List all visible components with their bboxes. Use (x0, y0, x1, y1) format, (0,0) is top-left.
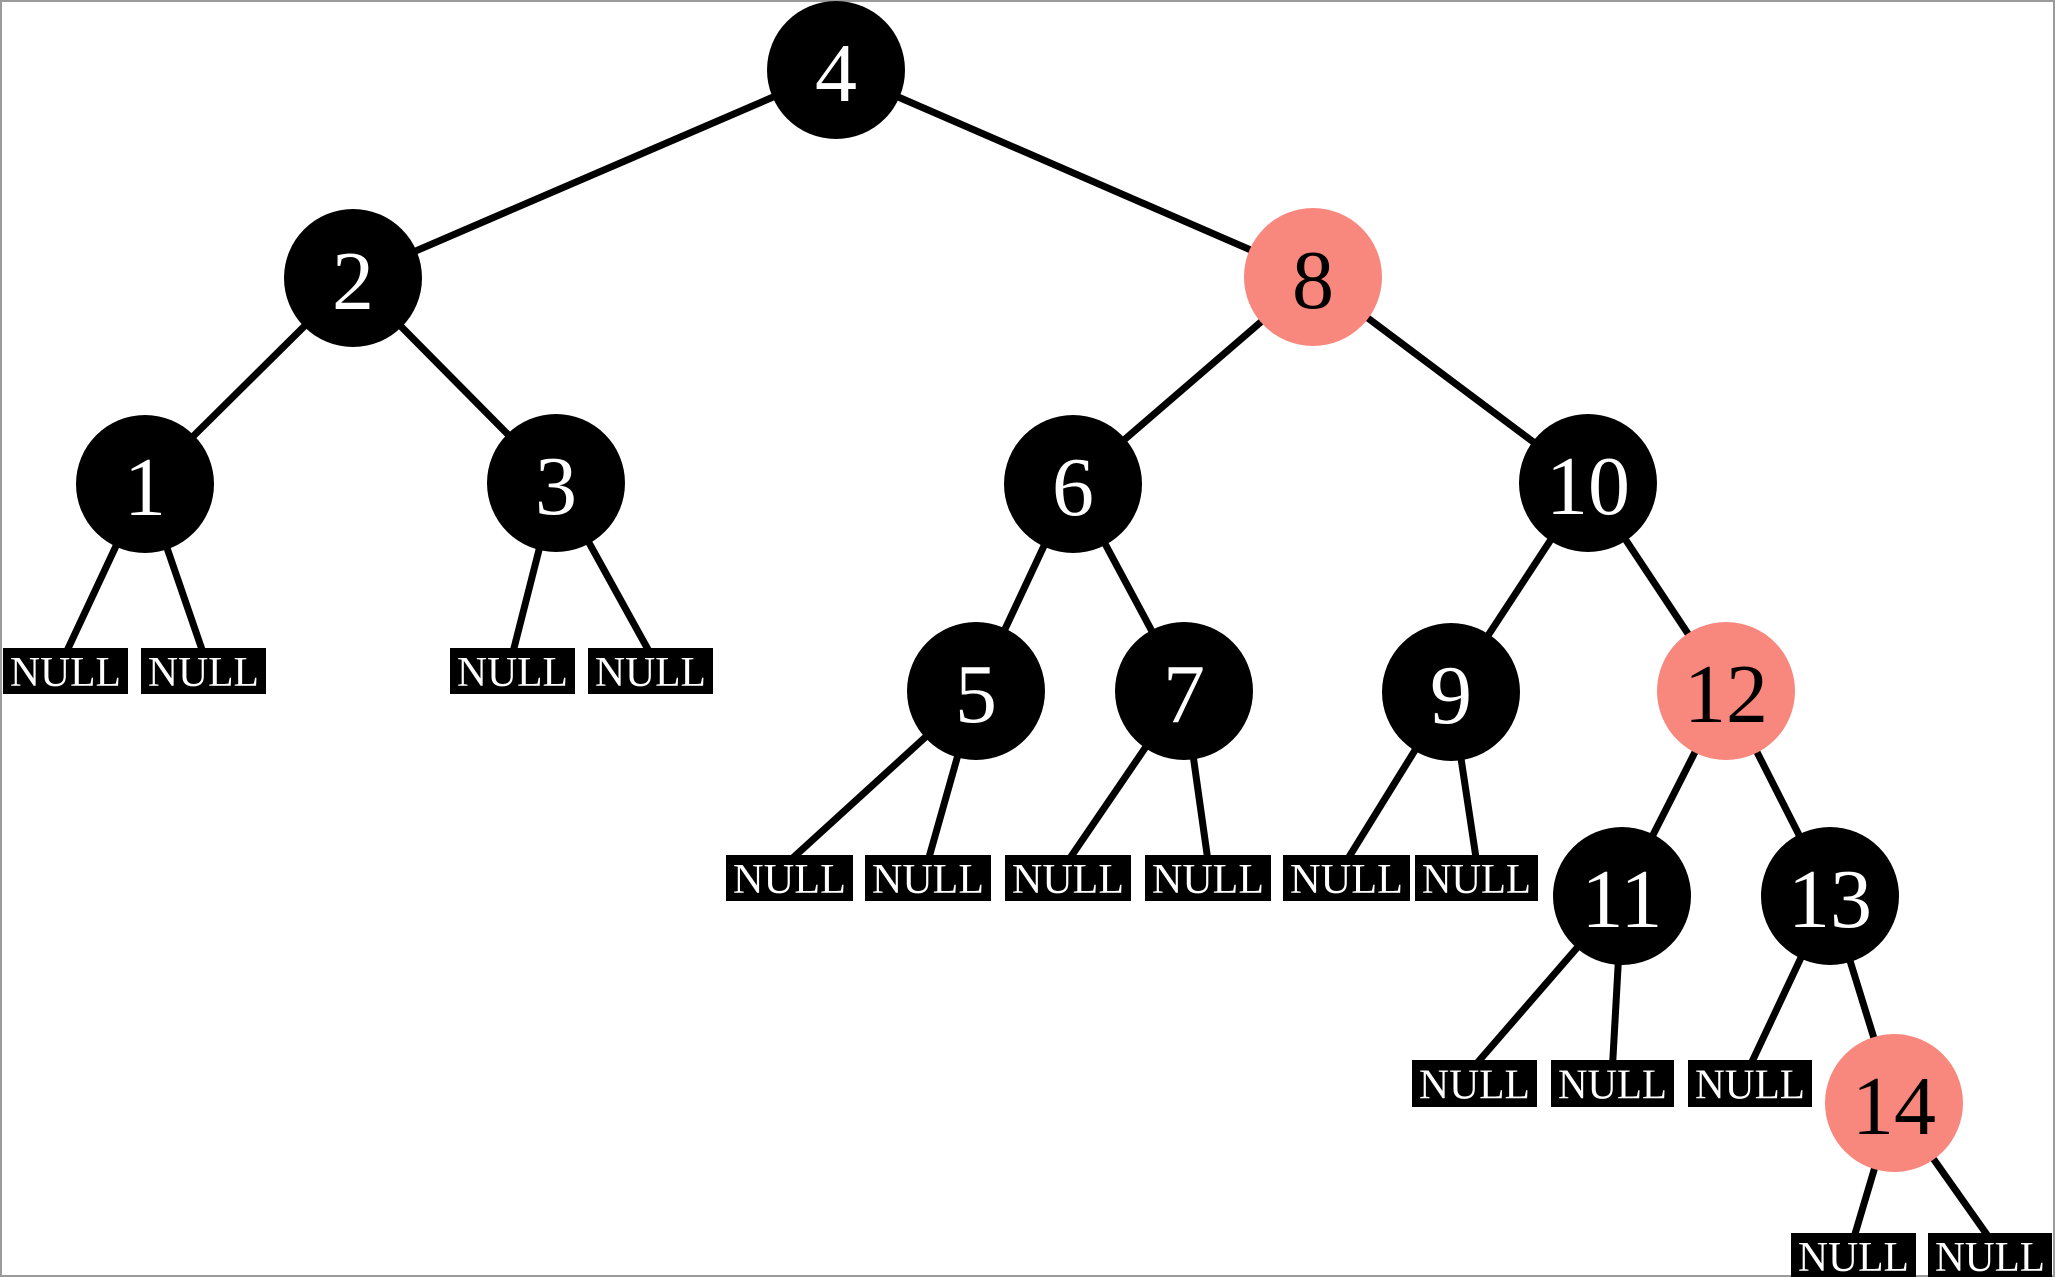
tree-node-11 (1553, 827, 1691, 965)
null-label-null-11b: NULL (1558, 1063, 1667, 1109)
null-box-null-7a (1005, 855, 1131, 901)
tree-node-8 (1244, 208, 1382, 346)
tree-node-1 (76, 415, 214, 553)
tree-node-12 (1657, 622, 1795, 760)
null-label-null-5a: NULL (733, 857, 846, 903)
tree-node-label-8: 8 (1292, 234, 1334, 327)
tree-node-13 (1761, 827, 1899, 965)
tree-node-label-10: 10 (1546, 440, 1630, 533)
null-box-null-14b (1928, 1233, 2052, 1277)
tree-node-label-3: 3 (535, 440, 577, 533)
null-label-null-11a: NULL (1419, 1063, 1530, 1109)
tree-node-label-2: 2 (332, 235, 374, 328)
null-box-null-7b (1145, 855, 1271, 901)
null-box-null-11b (1551, 1060, 1674, 1107)
null-box-null-1b (141, 648, 266, 694)
tree-node-9 (1382, 623, 1520, 761)
null-box-null-11a (1412, 1060, 1537, 1107)
tree-node-label-9: 9 (1430, 649, 1472, 742)
tree-node-6 (1004, 415, 1142, 553)
null-label-null-9a: NULL (1290, 857, 1403, 903)
null-box-null-5b (865, 855, 991, 901)
null-label-null-7a: NULL (1012, 857, 1124, 903)
null-box-null-9a (1283, 855, 1410, 901)
tree-node-3 (487, 414, 625, 552)
null-box-null-13a (1688, 1060, 1812, 1107)
null-box-null-1a (3, 648, 128, 694)
null-label-null-9b: NULL (1422, 857, 1531, 903)
tree-node-label-6: 6 (1052, 441, 1094, 534)
null-label-null-3b: NULL (595, 650, 706, 696)
tree-node-5 (907, 622, 1045, 760)
tree-node-label-4: 4 (815, 27, 857, 120)
null-box-null-3a (450, 648, 575, 694)
tree-node-label-7: 7 (1163, 648, 1205, 741)
tree-node-label-5: 5 (955, 648, 997, 741)
null-label-null-1b: NULL (148, 650, 259, 696)
null-box-null-3b (588, 648, 713, 694)
null-label-null-7b: NULL (1152, 857, 1264, 903)
null-label-null-1a: NULL (10, 650, 121, 696)
tree-node-label-12: 12 (1684, 648, 1768, 741)
tree-node-2 (284, 209, 422, 347)
tree-node-label-11: 11 (1582, 853, 1663, 946)
null-label-null-13a: NULL (1695, 1063, 1805, 1109)
null-label-null-14b: NULL (1935, 1235, 2045, 1277)
null-label-null-14a: NULL (1798, 1235, 1909, 1277)
tree-node-label-14: 14 (1852, 1060, 1936, 1153)
tree-node-label-1: 1 (124, 441, 166, 534)
tree-node-7 (1115, 622, 1253, 760)
tree-node-label-13: 13 (1788, 853, 1872, 946)
tree-node-10 (1519, 414, 1657, 552)
null-label-null-5b: NULL (872, 857, 984, 903)
tree-edge-4-2 (351, 66, 838, 282)
tree-node-14 (1825, 1034, 1963, 1172)
tree-node-4 (767, 1, 905, 139)
tree-edge-4-8 (834, 66, 1315, 281)
null-box-null-9b (1415, 855, 1538, 901)
null-box-null-14a (1791, 1233, 1916, 1277)
null-label-null-3a: NULL (457, 650, 568, 696)
null-box-null-5a (726, 855, 853, 901)
